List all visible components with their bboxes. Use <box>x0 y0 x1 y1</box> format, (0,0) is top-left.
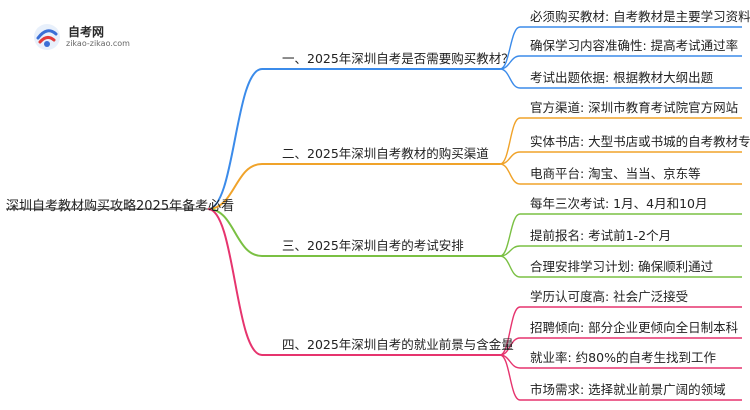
leaf-label: 实体书店: 大型书店或书城的自考教材专柜 <box>530 134 750 149</box>
logo-mark-icon <box>34 24 60 50</box>
branch-label: 一、2025年深圳自考是否需要购买教材？ <box>282 51 514 66</box>
leaf-connector <box>499 68 521 89</box>
leaf-label: 必须购买教材: 自考教材是主要学习资料 <box>530 9 750 24</box>
branch-connector <box>207 208 263 356</box>
leaf-label: 官方渠道: 深圳市教育考试院官方网站 <box>530 100 739 115</box>
leaf-connector <box>499 255 521 278</box>
leaf-label: 每年三次考试: 1月、4月和10月 <box>530 196 708 211</box>
leaf-label: 市场需求: 选择就业前景广阔的领域 <box>530 382 726 397</box>
leaf-connector <box>499 306 521 356</box>
branch-connector <box>207 68 263 210</box>
leaf-label: 考试出题依据: 根据教材大纲出题 <box>530 70 714 85</box>
logo-url: zikao-zikao.com <box>66 39 130 48</box>
leaf-connector <box>499 213 521 257</box>
leaf-connector <box>499 163 521 185</box>
leaf-label: 学历认可度高: 社会广泛接受 <box>530 289 689 304</box>
leaf-label: 合理安排学习计划: 确保顺利通过 <box>530 259 714 274</box>
leaf-connector <box>499 337 521 356</box>
branch-label: 二、2025年深圳自考教材的购买渠道 <box>282 146 489 161</box>
leaf-label: 电商平台: 淘宝、当当、京东等 <box>530 166 701 181</box>
leaf-connector <box>499 26 521 70</box>
branch-connector <box>207 163 263 210</box>
leaf-label: 提前报名: 考试前1-2个月 <box>530 228 672 243</box>
root-node: 深圳自考教材购买攻略2025年备考必看 <box>6 199 235 214</box>
branch-connector <box>207 208 263 257</box>
logo: 自考网 zikao-zikao.com <box>32 22 142 52</box>
leaf-connector <box>499 354 521 401</box>
leaf-label: 就业率: 约80%的自考生找到工作 <box>530 350 716 365</box>
logo-title: 自考网 <box>68 25 105 39</box>
leaf-label: 招聘倾向: 部分企业更倾向全日制本科 <box>530 320 739 335</box>
branch-label: 四、2025年深圳自考的就业前景与含金量 <box>282 337 514 352</box>
leaf-connector <box>499 117 521 165</box>
branch-label: 三、2025年深圳自考的考试安排 <box>282 238 464 253</box>
leaf-label: 确保学习内容准确性: 提高考试通过率 <box>530 38 739 53</box>
